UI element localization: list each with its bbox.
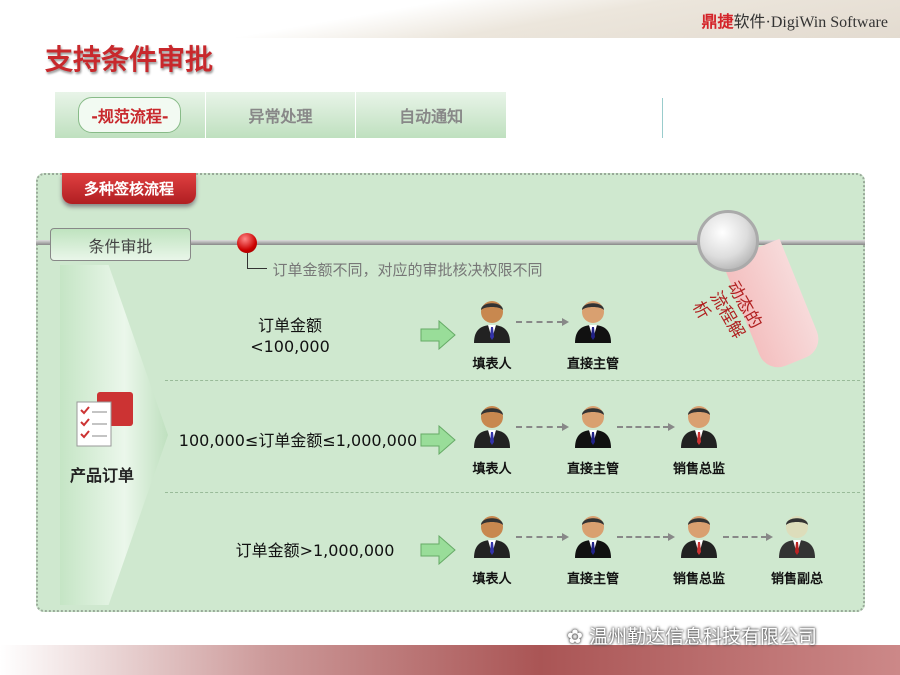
- note-text: 订单金额不同，对应的审批核决权限不同: [272, 261, 543, 279]
- condition-label: 订单金额>1,000,000: [235, 541, 395, 560]
- top-banner: [0, 0, 900, 38]
- tab-exception-handling[interactable]: 异常处理: [206, 92, 357, 138]
- person-icon: [779, 516, 815, 558]
- approver-label: 销售总监: [672, 572, 725, 587]
- watermark-text: 温州勤达信息科技有限公司: [588, 626, 817, 648]
- condition-label: 订单金额 <100,000: [250, 316, 330, 356]
- footer-band: [0, 645, 900, 675]
- page-title: 支持条件审批: [45, 43, 214, 76]
- approver-label: 填表人: [472, 572, 512, 587]
- timeline-note: 订单金额不同，对应的审批核决权限不同: [263, 259, 543, 280]
- green-arrow-icon: [420, 425, 456, 455]
- person-icon: [575, 301, 611, 343]
- tab-bar: -规范流程- 异常处理 自动通知: [55, 92, 508, 138]
- green-arrow-icon: [420, 535, 456, 565]
- red-dot-icon: [237, 233, 257, 253]
- green-arrow-icon: [420, 320, 456, 350]
- logo-text: 软件·DigiWin Software: [733, 14, 888, 31]
- flow-arrow: [516, 423, 569, 431]
- person-icon: [474, 406, 510, 448]
- flow-arrow: [516, 318, 569, 326]
- approver-label: 销售副总: [770, 572, 823, 587]
- person-icon: [575, 516, 611, 558]
- person-icon: [575, 406, 611, 448]
- person-icon: [681, 406, 717, 448]
- flow-arrow: [617, 533, 675, 541]
- approver-label: 销售总监: [672, 462, 725, 477]
- logo-char-1: 鼎: [701, 14, 718, 31]
- flow-arrow: [723, 533, 773, 541]
- person-icon: [681, 516, 717, 558]
- tab-label: 异常处理: [248, 107, 313, 126]
- flow-arrow: [617, 423, 675, 431]
- approver-label: 填表人: [472, 357, 512, 372]
- divider: [662, 98, 663, 138]
- row-divider: [165, 380, 860, 381]
- approver-label: 直接主管: [566, 462, 619, 477]
- person-icon: [474, 516, 510, 558]
- watermark: ✿ 温州勤达信息科技有限公司: [567, 626, 817, 648]
- approver-label: 直接主管: [566, 572, 619, 587]
- tab-label: 自动通知: [399, 107, 464, 126]
- flow-arrow: [516, 533, 569, 541]
- condition-box: 条件审批: [50, 228, 191, 261]
- timeline: [36, 240, 865, 245]
- condition-label: 100,000≤订单金额≤1,000,000: [178, 431, 418, 450]
- person-icon: [474, 301, 510, 343]
- arrow-bracket-icon: [247, 253, 267, 269]
- tab-auto-notify[interactable]: 自动通知: [356, 92, 508, 138]
- logo-char-2: 捷: [717, 14, 734, 31]
- magnifier-icon: [697, 210, 759, 272]
- row-divider: [165, 492, 860, 493]
- approver-label: 填表人: [472, 462, 512, 477]
- panel-tag: 多种签核流程: [62, 173, 196, 204]
- digiwin-logo: 鼎捷软件·DigiWin Software: [702, 8, 888, 32]
- tab-standard-flow[interactable]: -规范流程-: [55, 92, 206, 138]
- product-order-label: 产品订单: [70, 466, 135, 485]
- order-form-icon: [76, 392, 133, 447]
- tab-label: -规范流程-: [78, 97, 182, 133]
- approver-label: 直接主管: [566, 357, 619, 372]
